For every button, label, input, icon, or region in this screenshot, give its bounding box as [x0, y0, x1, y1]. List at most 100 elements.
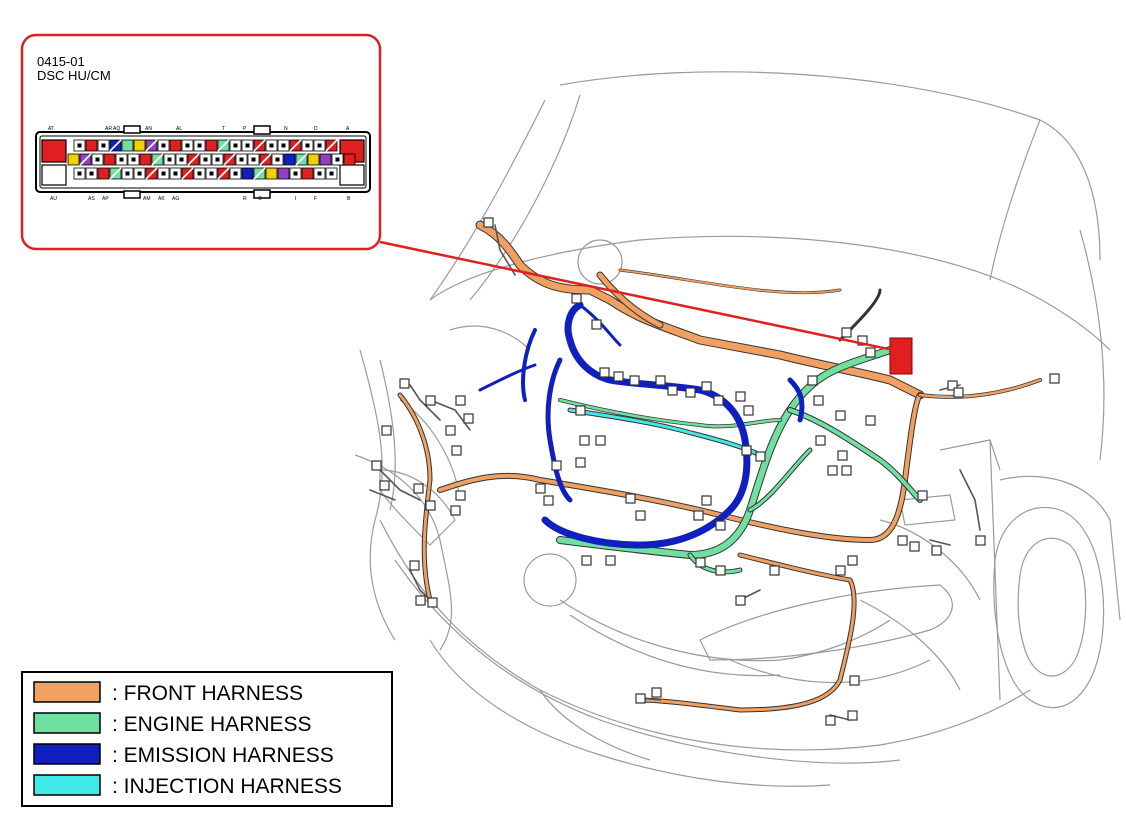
harness-connector: [701, 495, 712, 506]
branch-wires: [369, 224, 981, 721]
harness-connector: [841, 465, 852, 476]
harness-connector: [847, 555, 858, 566]
legend-item: : FRONT HARNESS: [33, 681, 303, 705]
harness-connector: [399, 378, 410, 389]
harness-connector: [655, 375, 666, 386]
pin-contact: [77, 171, 82, 176]
connector-pin: [319, 153, 332, 166]
harness-connector: [743, 405, 754, 416]
harness-connector: [865, 415, 876, 426]
pin-stripe: [253, 167, 266, 180]
harness-connector: [543, 495, 554, 506]
pin-contact: [161, 171, 166, 176]
harness-connector: [425, 395, 436, 406]
pin-stripe: [217, 139, 230, 152]
harness-connector: [741, 445, 752, 456]
pin-contact: [251, 157, 256, 162]
connector-pin: [97, 167, 110, 180]
harness-connector: [857, 335, 868, 346]
pin-label-bottom: I: [295, 196, 296, 202]
connector-pin: [121, 139, 134, 152]
pin-contact: [161, 143, 166, 148]
harness-connector: [825, 715, 836, 726]
pin-stripe: [109, 167, 122, 180]
connector-pin: [265, 167, 278, 180]
pin-contact: [125, 171, 130, 176]
harness-legend: : FRONT HARNESS : ENGINE HARNESS : EMISSIO…: [21, 671, 393, 807]
harness-connector: [413, 483, 424, 494]
pin-contact: [167, 157, 172, 162]
pin-stripe: [151, 153, 164, 166]
connector-face: [35, 125, 371, 199]
connector-pin: [169, 139, 182, 152]
legend-label: : FRONT HARNESS: [112, 682, 303, 705]
pin-contact: [335, 157, 340, 162]
pin-contact: [317, 171, 322, 176]
harness-connector: [635, 510, 646, 521]
harness-connector: [425, 500, 436, 511]
harness-connector: [371, 460, 382, 471]
pin-contact: [215, 157, 220, 162]
pin-contact: [119, 157, 124, 162]
pin-label-bottom: AG: [172, 196, 179, 202]
pin-stripe: [223, 153, 236, 166]
harness-connector: [635, 693, 646, 704]
legend-label: : ENGINE HARNESS: [112, 713, 312, 736]
harness-connector: [847, 710, 858, 721]
harness-connector: [947, 380, 958, 391]
connector-pin: [103, 153, 116, 166]
harness-connector: [445, 425, 456, 436]
harness-connector: [605, 555, 616, 566]
pin-contact: [305, 143, 310, 148]
harness-connector: [625, 493, 636, 504]
pin-label-top: AR AQ: [105, 126, 120, 132]
legend-label: : INJECTION HARNESS: [112, 775, 342, 798]
harness-connector: [841, 327, 852, 338]
harness-connector: [379, 480, 390, 491]
harness-connector: [695, 557, 706, 568]
pin-contact: [281, 143, 286, 148]
connector-pin: [241, 167, 254, 180]
pin-contact: [131, 157, 136, 162]
harness-connector: [813, 395, 824, 406]
harness-connector: [455, 395, 466, 406]
pin-contact: [197, 171, 202, 176]
harness-connector: [599, 367, 610, 378]
pin-contact: [293, 171, 298, 176]
pin-label-top: P: [243, 126, 247, 132]
legend-item: : INJECTION HARNESS: [33, 774, 342, 798]
connector-group: [371, 217, 1060, 726]
pin-stripe: [217, 167, 230, 180]
harness-connector: [591, 319, 602, 330]
harness-connector: [953, 387, 964, 398]
harness-connector: [713, 395, 724, 406]
harness-connector: [651, 687, 662, 698]
pin-label-top: N: [284, 126, 288, 132]
legend-item: : EMISSION HARNESS: [33, 743, 334, 767]
harness-connector: [815, 435, 826, 446]
harness-connector: [835, 565, 846, 576]
pin-stripe: [187, 153, 200, 166]
legend-swatch: [33, 712, 101, 734]
connector-pin: [205, 139, 218, 152]
pin-contact: [317, 143, 322, 148]
harness-connector: [735, 391, 746, 402]
pin-label-top: AT: [48, 126, 54, 132]
pin-contact: [179, 157, 184, 162]
harness-connector: [865, 347, 876, 358]
pin-contact: [137, 171, 142, 176]
harness-connector: [463, 413, 474, 424]
pin-contact: [101, 143, 106, 148]
pin-label-bottom: O: [258, 196, 262, 202]
pin-contact: [233, 171, 238, 176]
connector-pin: [307, 153, 320, 166]
harness-connector: [931, 545, 942, 556]
harness-connector: [667, 385, 678, 396]
pin-contact: [329, 171, 334, 176]
pin-stripe: [259, 153, 272, 166]
harness-connector: [427, 597, 438, 608]
harness-group: [369, 220, 1042, 721]
harness-connector: [595, 435, 606, 446]
harness-connector: [575, 405, 586, 416]
